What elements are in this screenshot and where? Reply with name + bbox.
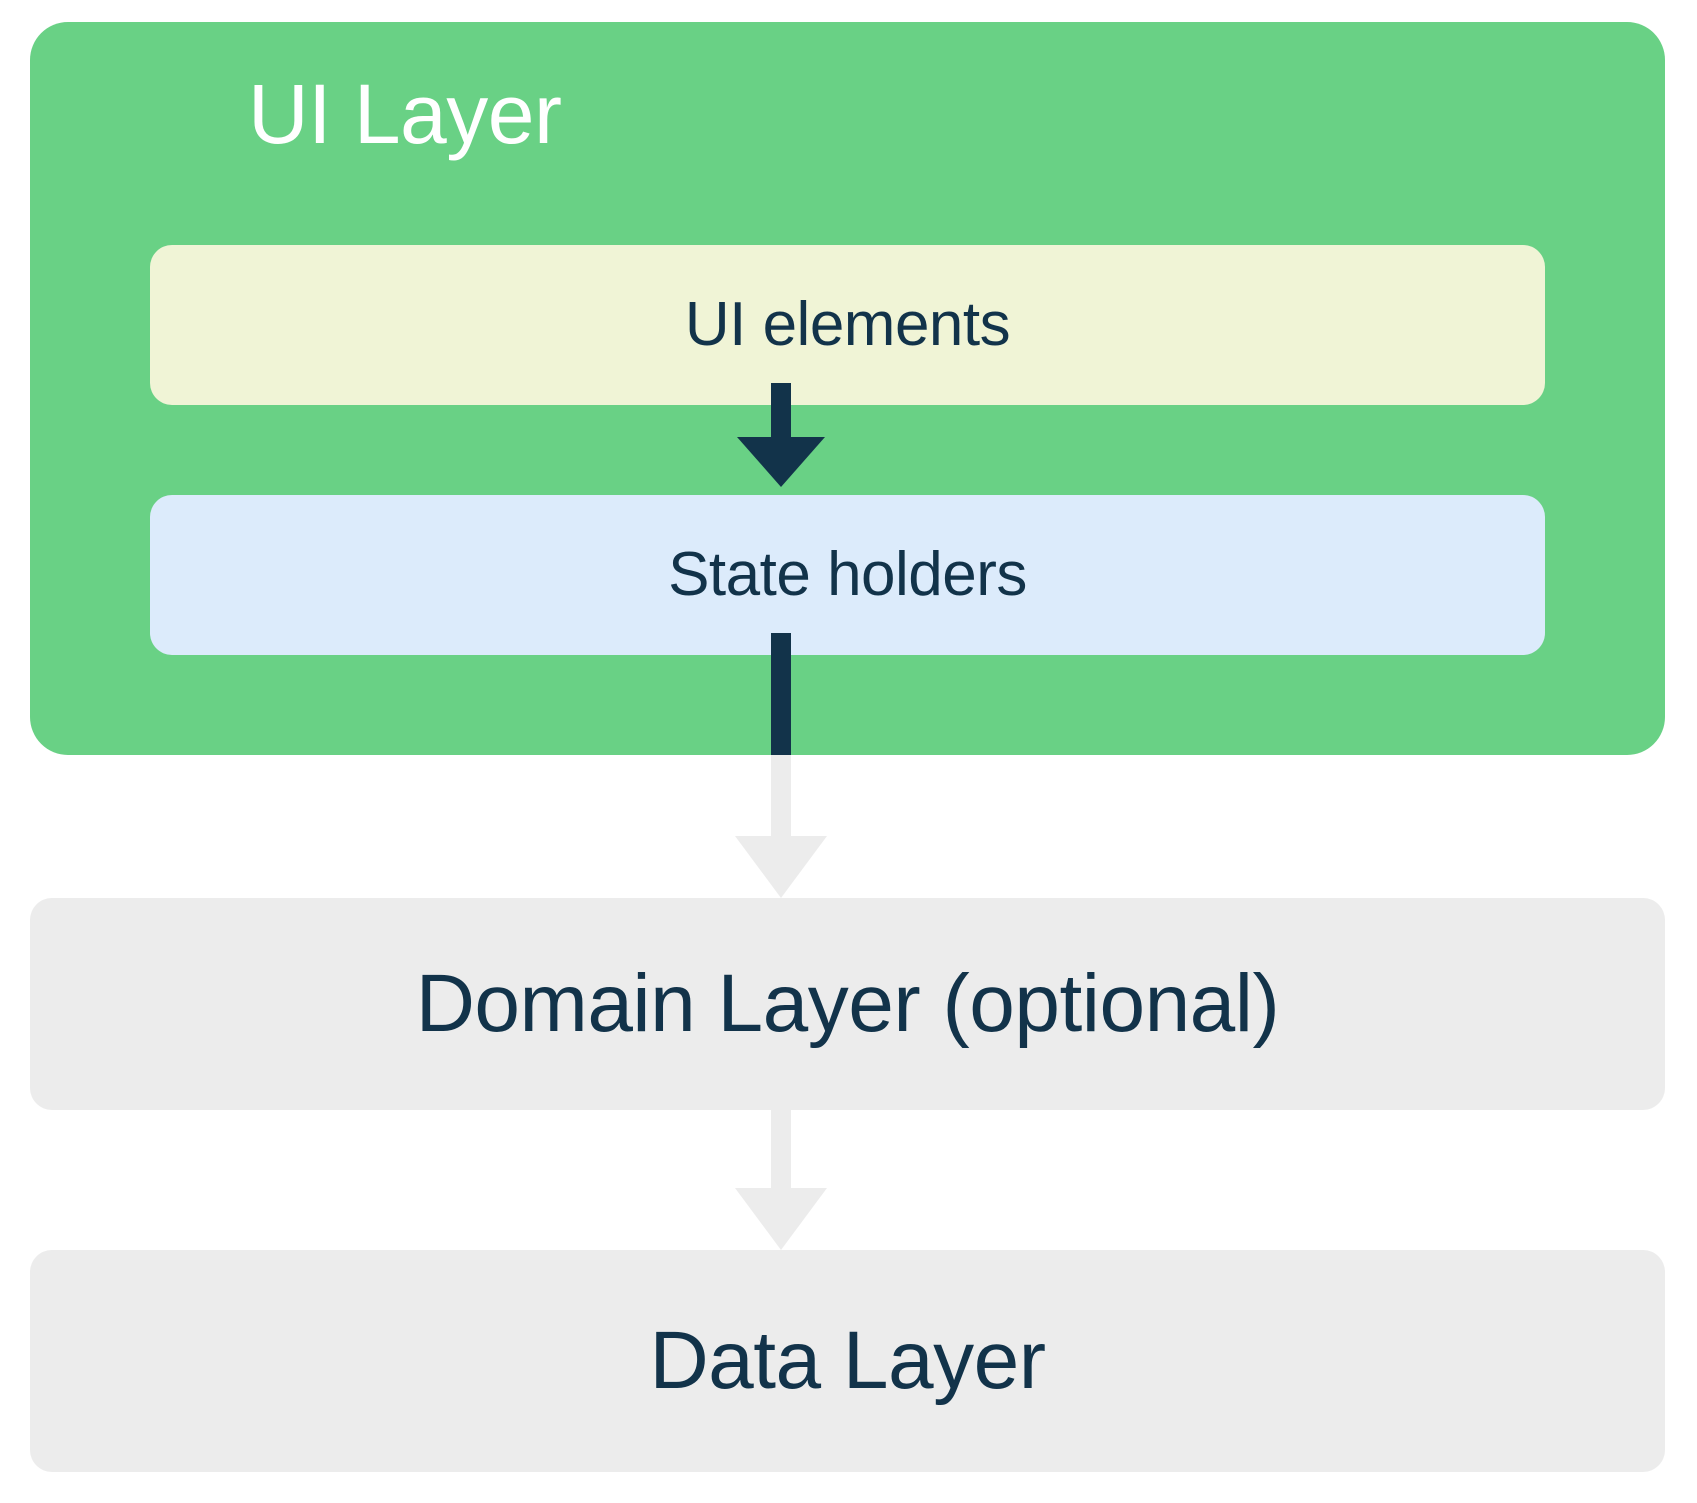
- ui-layer-title: UI Layer: [248, 67, 562, 161]
- data-layer-label: Data Layer: [649, 1315, 1046, 1406]
- ui-elements-label: UI elements: [684, 290, 1011, 359]
- arrow-domain-layer-to-data-layer: [735, 1110, 827, 1250]
- state-holders-box: State holders: [150, 495, 1545, 655]
- ui-elements-box: UI elements: [150, 245, 1545, 405]
- data-layer-box: Data Layer: [30, 1250, 1665, 1472]
- domain-layer-label: Domain Layer (optional): [415, 958, 1280, 1049]
- state-holders-label: State holders: [668, 540, 1027, 609]
- domain-layer-box: Domain Layer (optional): [30, 898, 1665, 1110]
- ui-layer-container: UI Layer UI elements State holders: [30, 22, 1665, 755]
